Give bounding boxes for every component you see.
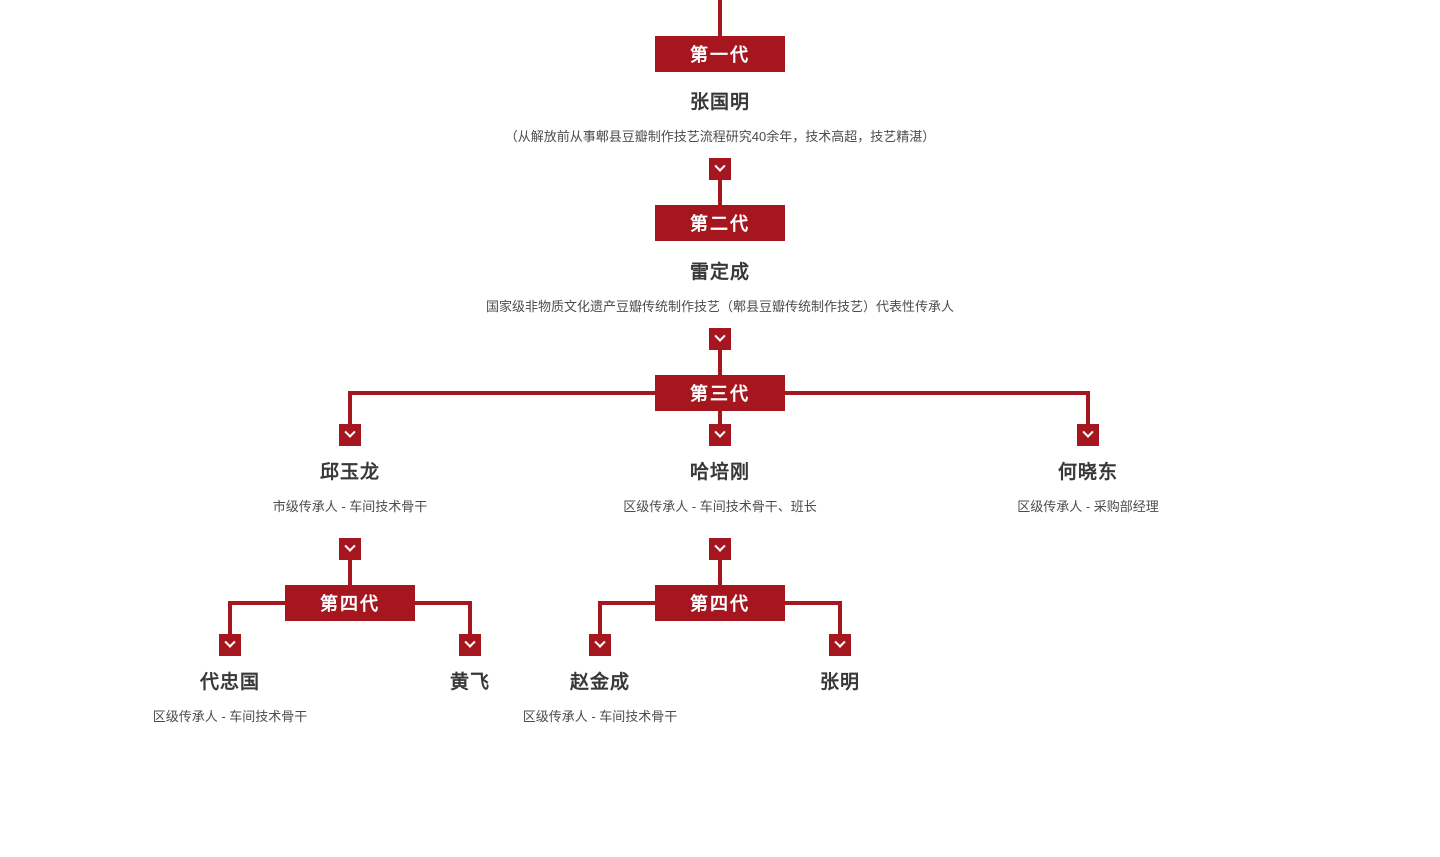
chevron-down-icon xyxy=(459,634,481,656)
connector-line xyxy=(718,180,722,205)
generation-4-member-desc: 区级传承人 - 车间技术骨干 xyxy=(152,709,308,724)
generation-4-member-name: 黄飞 xyxy=(449,672,491,693)
chevron-down-icon xyxy=(709,424,731,446)
chevron-down-icon xyxy=(219,634,241,656)
connector-line xyxy=(838,601,842,634)
generation-2-member-desc: 国家级非物质文化遗产豆瓣传统制作技艺（郫县豆瓣传统制作技艺）代表性传承人 xyxy=(485,299,955,314)
chevron-down-icon xyxy=(709,158,731,180)
connector-line xyxy=(348,391,352,424)
chevron-shape xyxy=(714,426,726,438)
connector-line xyxy=(718,411,722,424)
generation-3-member-desc: 区级传承人 - 采购部经理 xyxy=(1017,499,1159,514)
generation-3-member-desc: 区级传承人 - 车间技术骨干、班长 xyxy=(623,499,817,514)
connector-line xyxy=(718,560,722,585)
chevron-shape xyxy=(594,636,606,648)
chevron-down-icon xyxy=(589,634,611,656)
connector-line xyxy=(415,601,472,605)
connector-line xyxy=(718,350,722,375)
generation-1-label: 第一代 xyxy=(690,45,750,65)
connector-line xyxy=(718,0,722,36)
chevron-down-icon xyxy=(829,634,851,656)
chevron-down-icon xyxy=(709,538,731,560)
chevron-shape xyxy=(714,160,726,172)
chevron-down-icon xyxy=(339,424,361,446)
generation-1-member-desc: （从解放前从事郫县豆瓣制作技艺流程研究40余年，技术高超，技艺精湛） xyxy=(504,129,936,144)
generation-3-member-name: 哈培刚 xyxy=(689,462,751,483)
generation-3-member-name: 邱玉龙 xyxy=(319,462,381,483)
generation-4-center-box: 第四代 xyxy=(655,585,785,621)
generation-2-label: 第二代 xyxy=(690,214,750,234)
chevron-down-icon xyxy=(1077,424,1099,446)
chevron-shape xyxy=(834,636,846,648)
chevron-shape xyxy=(344,426,356,438)
connector-line xyxy=(228,601,285,605)
chevron-shape xyxy=(714,540,726,552)
generation-3-member-desc: 市级传承人 - 车间技术骨干 xyxy=(272,499,428,514)
connector-line xyxy=(785,391,1090,395)
connector-line xyxy=(468,601,472,634)
connector-line xyxy=(348,391,655,395)
generation-4-member-name: 代忠国 xyxy=(199,672,261,693)
generation-2-member-name: 雷定成 xyxy=(689,262,751,283)
chevron-shape xyxy=(1082,426,1094,438)
connector-line xyxy=(1086,391,1090,424)
generation-4-member-desc: 区级传承人 - 车间技术骨干 xyxy=(522,709,678,724)
chevron-down-icon xyxy=(709,328,731,350)
generation-1-member-name: 张国明 xyxy=(689,92,751,113)
generation-3-box: 第三代 xyxy=(655,375,785,411)
generation-4-left-label: 第四代 xyxy=(320,594,380,614)
generation-2-box: 第二代 xyxy=(655,205,785,241)
generation-1-box: 第一代 xyxy=(655,36,785,72)
generation-4-center-label: 第四代 xyxy=(690,594,750,614)
generation-4-left-box: 第四代 xyxy=(285,585,415,621)
connector-line xyxy=(785,601,842,605)
chevron-shape xyxy=(464,636,476,648)
connector-line xyxy=(598,601,655,605)
generation-3-label: 第三代 xyxy=(690,384,750,404)
chevron-shape xyxy=(344,540,356,552)
generation-4-member-name: 赵金成 xyxy=(569,672,631,693)
generation-4-member-name: 张明 xyxy=(819,672,861,693)
chevron-shape xyxy=(714,330,726,342)
chevron-shape xyxy=(224,636,236,648)
connector-line xyxy=(228,601,232,634)
connector-line xyxy=(348,560,352,585)
chevron-down-icon xyxy=(339,538,361,560)
generation-3-member-name: 何晓东 xyxy=(1057,462,1119,483)
connector-line xyxy=(598,601,602,634)
